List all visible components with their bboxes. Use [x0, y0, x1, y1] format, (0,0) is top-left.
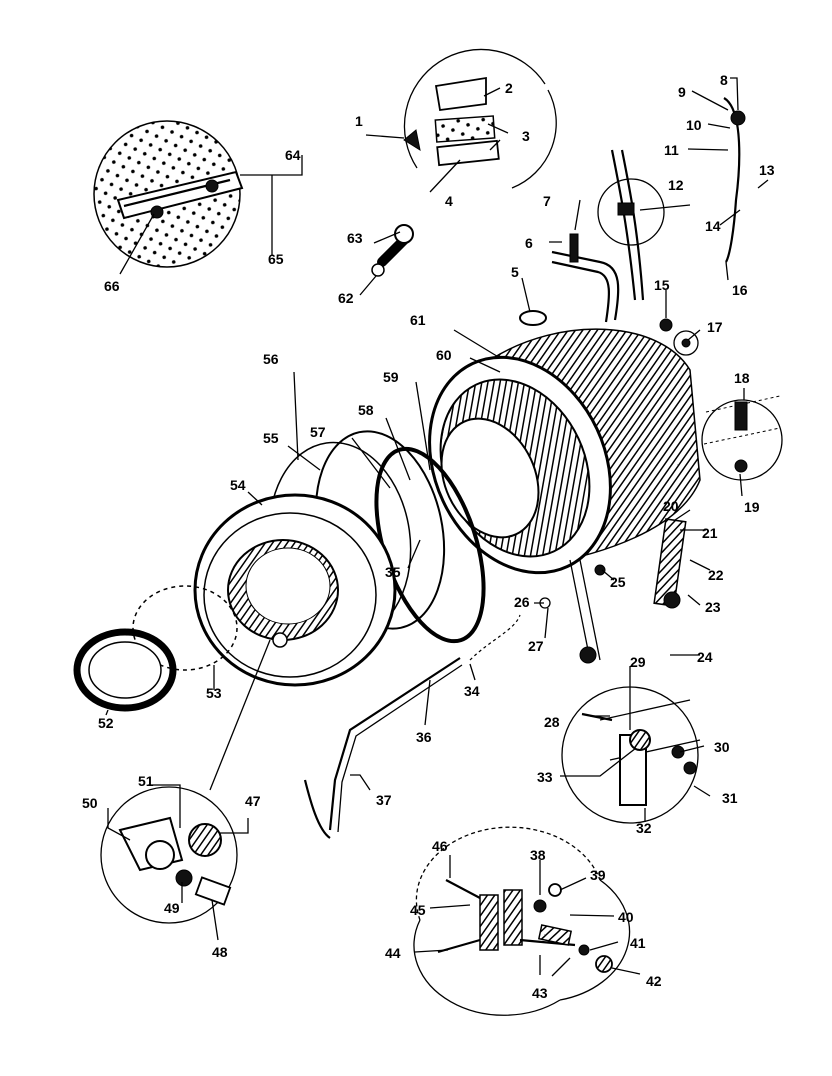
part-label-38: 38 [530, 847, 546, 863]
part-label-51: 51 [138, 773, 154, 789]
detail-circle-hinge [561, 686, 701, 824]
outer-tub [428, 328, 701, 575]
part-label-24: 24 [697, 649, 713, 665]
part-label-33: 33 [537, 769, 553, 785]
part-label-23: 23 [705, 599, 721, 615]
part-label-47: 47 [245, 793, 261, 809]
part-label-65: 65 [268, 251, 284, 267]
part-label-30: 30 [714, 739, 730, 755]
part-label-29: 29 [630, 654, 646, 670]
part-label-62: 62 [338, 290, 354, 306]
detail-circle-drain-pump [100, 786, 238, 924]
part-label-64: 64 [285, 147, 301, 163]
detail-circle-drum-paddle [93, 120, 244, 268]
part-label-2: 2 [505, 80, 513, 96]
part-label-6: 6 [525, 235, 533, 251]
door-frame [193, 493, 397, 687]
part-label-1: 1 [355, 113, 363, 129]
part-label-60: 60 [436, 347, 452, 363]
hose-fitting [371, 224, 414, 277]
part-label-54: 54 [230, 477, 246, 493]
part-label-66: 66 [104, 278, 120, 294]
part-label-49: 49 [164, 900, 180, 916]
part-label-63: 63 [347, 230, 363, 246]
part-label-27: 27 [528, 638, 544, 654]
part-label-43: 43 [532, 985, 548, 1001]
part-label-10: 10 [686, 117, 702, 133]
part-label-11: 11 [664, 142, 679, 158]
part-label-37: 37 [376, 792, 392, 808]
part-label-4: 4 [445, 193, 453, 209]
part-label-20: 20 [663, 498, 679, 514]
door-glass [73, 585, 238, 712]
detail-circle-bolt-mount [701, 395, 783, 481]
part-label-22: 22 [708, 567, 724, 583]
part-label-31: 31 [722, 790, 738, 806]
part-label-28: 28 [544, 714, 560, 730]
part-label-41: 41 [630, 935, 646, 951]
part-label-45: 45 [410, 902, 426, 918]
part-label-15: 15 [654, 277, 670, 293]
part-label-55: 55 [263, 430, 279, 446]
part-label-17: 17 [707, 319, 723, 335]
part-label-26: 26 [514, 594, 530, 610]
part-label-36: 36 [416, 729, 432, 745]
drain-pipe [303, 614, 521, 839]
detail-circle-hose-bracket [597, 149, 665, 301]
part-label-40: 40 [618, 909, 634, 925]
part-label-52: 52 [98, 715, 114, 731]
part-label-34: 34 [464, 683, 480, 699]
part-label-9: 9 [678, 84, 686, 100]
part-label-13: 13 [759, 162, 775, 178]
part-label-19: 19 [744, 499, 760, 515]
part-labels: 1 2 3 4 5 6 7 8 9 10 11 12 13 14 15 16 1… [82, 72, 775, 1001]
part-label-8: 8 [720, 72, 728, 88]
part-label-59: 59 [383, 369, 399, 385]
hinge-arms [539, 518, 687, 664]
leader-lines [105, 77, 769, 977]
part-label-50: 50 [82, 795, 98, 811]
detail-circle-lid-parts [403, 48, 557, 189]
part-label-53: 53 [206, 685, 222, 701]
part-label-18: 18 [734, 370, 750, 386]
part-label-16: 16 [732, 282, 748, 298]
part-label-12: 12 [668, 177, 684, 193]
part-label-46: 46 [432, 838, 448, 854]
part-label-21: 21 [702, 525, 718, 541]
part-label-48: 48 [212, 944, 228, 960]
part-label-7: 7 [543, 193, 551, 209]
part-label-44: 44 [385, 945, 401, 961]
part-label-61: 61 [410, 312, 426, 328]
part-label-5: 5 [511, 264, 519, 280]
part-label-57: 57 [310, 424, 326, 440]
part-label-3: 3 [522, 128, 530, 144]
part-label-32: 32 [636, 820, 652, 836]
part-label-39: 39 [590, 867, 606, 883]
part-label-25: 25 [610, 574, 626, 590]
part-label-42: 42 [646, 973, 662, 989]
detail-circle-door-latch [413, 826, 631, 1016]
part-label-56: 56 [263, 351, 279, 367]
part-label-14: 14 [705, 218, 721, 234]
part-label-58: 58 [358, 402, 374, 418]
tub-top-parts [519, 97, 746, 356]
part-label-35: 35 [385, 564, 401, 580]
